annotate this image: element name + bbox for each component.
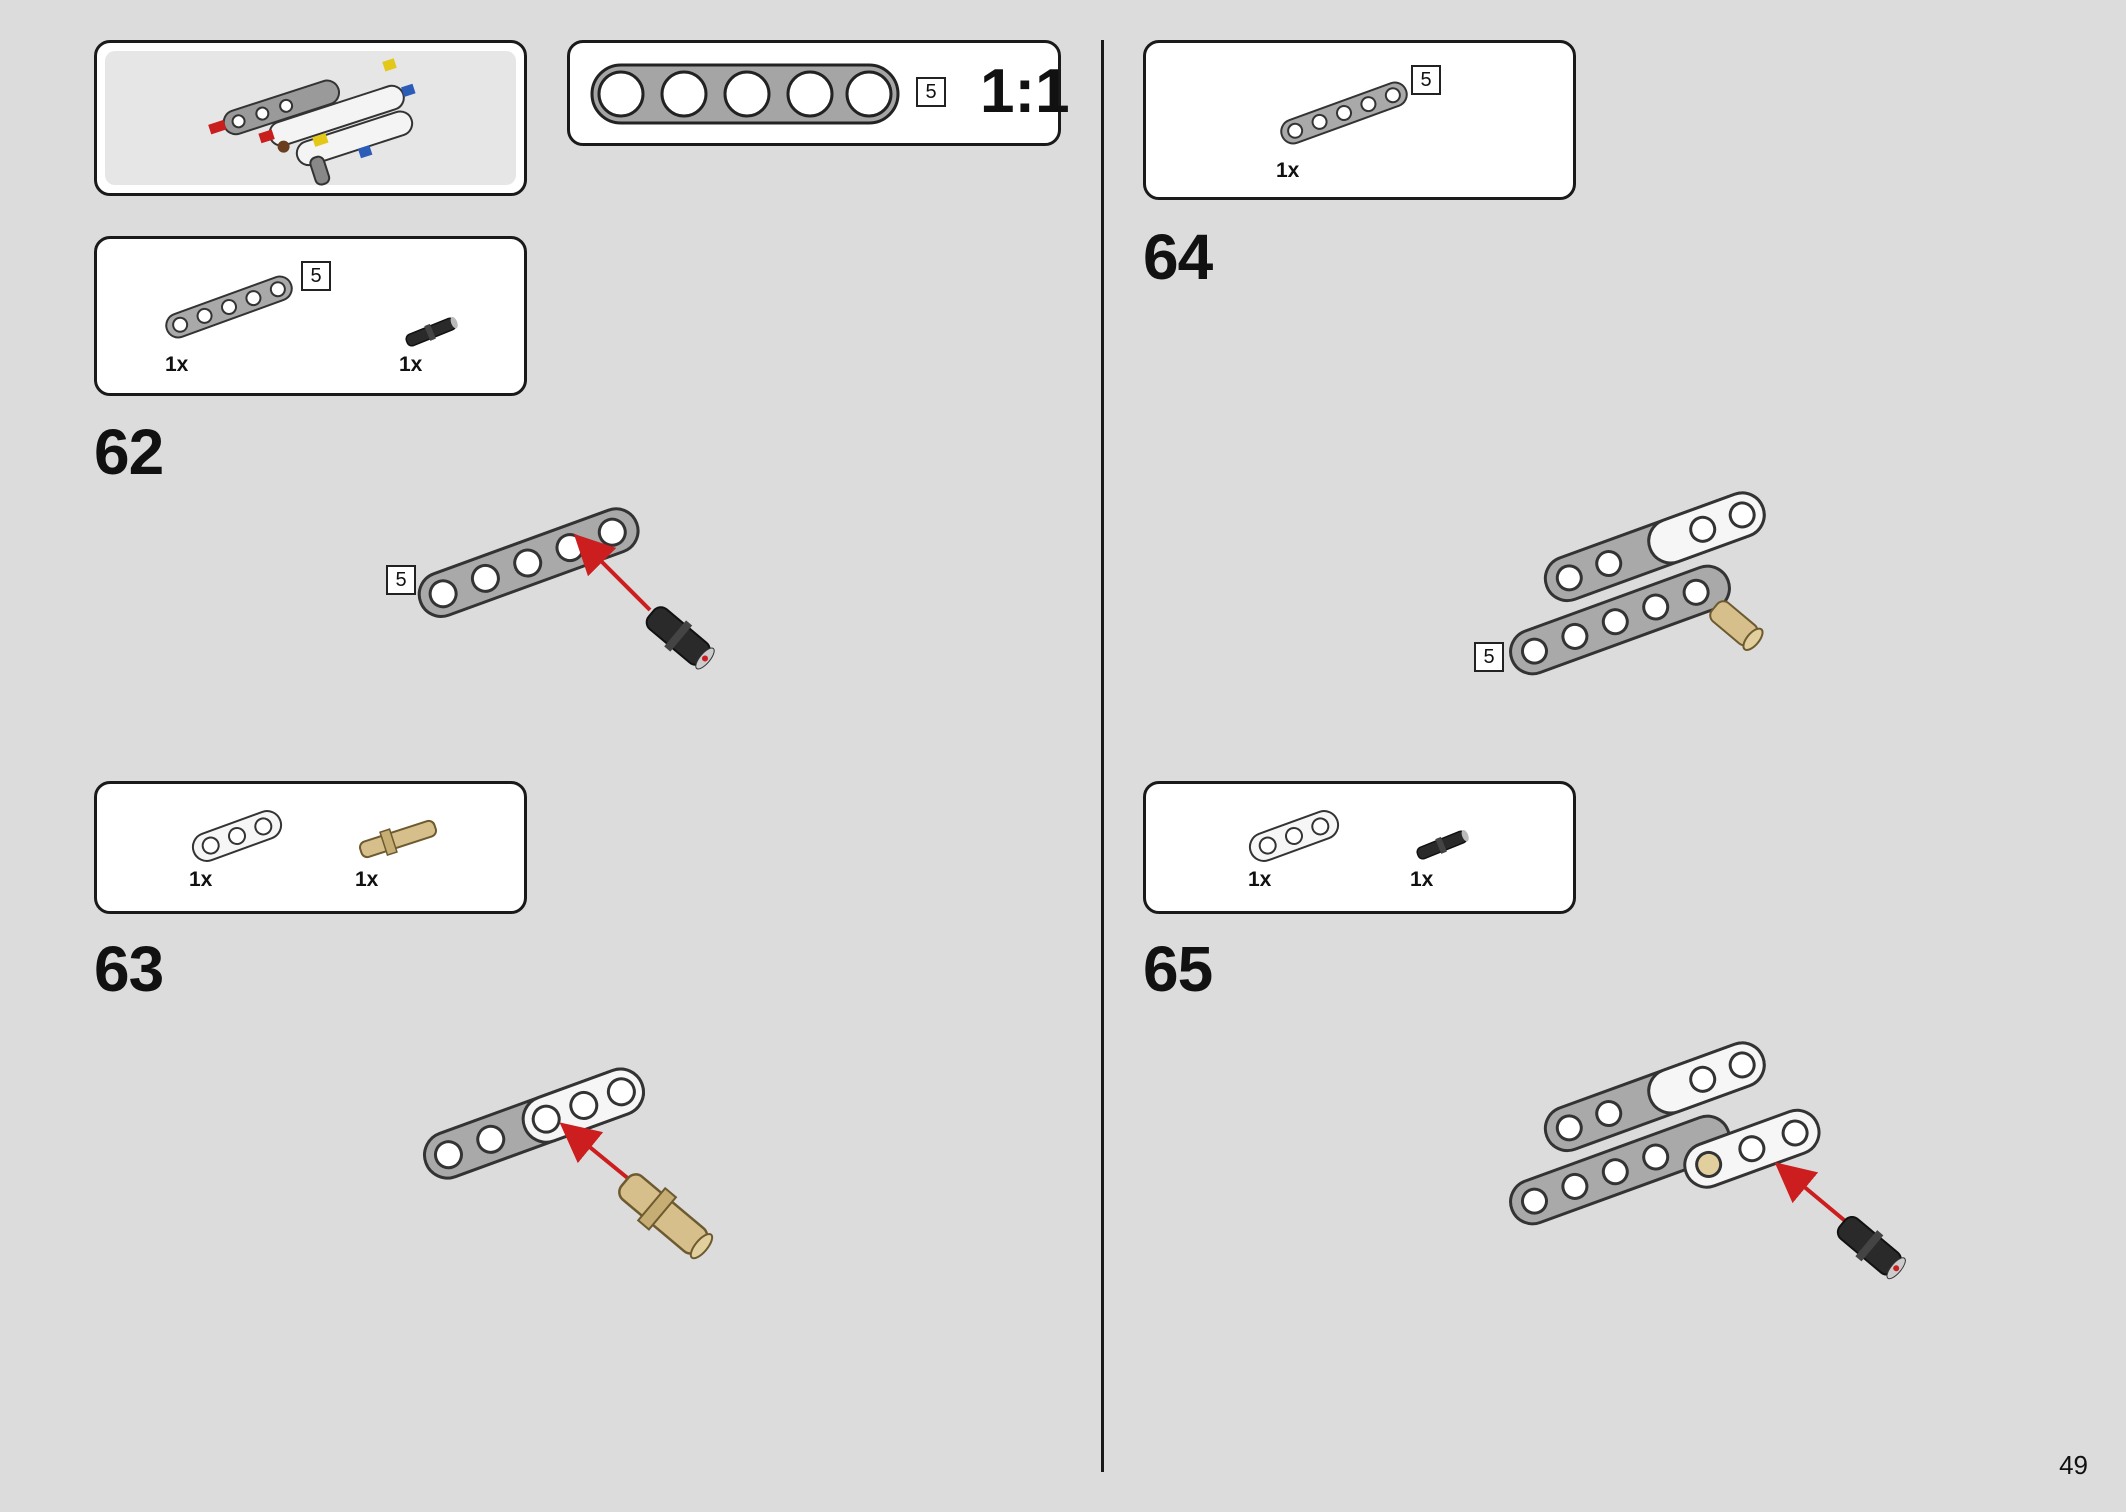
step-64-parts-list: 5 1x bbox=[1143, 40, 1576, 200]
scale-beam-illustration bbox=[590, 63, 900, 125]
step-64-part-1-qty: 1x bbox=[1276, 159, 1300, 182]
step-64-illustration bbox=[1509, 491, 1766, 676]
step-64-number: 64 bbox=[1143, 221, 1213, 293]
page-number: 49 bbox=[2059, 1450, 2088, 1480]
white-beam-3-icon bbox=[1248, 810, 1340, 862]
white-beam-3-icon bbox=[191, 810, 283, 862]
scale-reference-box: 5 1:1 bbox=[567, 40, 1070, 146]
step-62-part-2-qty: 1x bbox=[399, 353, 423, 376]
step-65-part-1-qty: 1x bbox=[1248, 868, 1272, 891]
scale-label: 1:1 bbox=[980, 57, 1070, 126]
step-65-parts-list: 1x 1x bbox=[1143, 781, 1576, 914]
black-pin-icon bbox=[405, 316, 458, 347]
gray-beam-5-icon bbox=[1280, 81, 1408, 145]
step-63-part-1-qty: 1x bbox=[189, 868, 213, 891]
step-65-number: 65 bbox=[1143, 933, 1213, 1005]
page-column-divider bbox=[1101, 40, 1104, 1472]
step-64-beam-length-tag: 5 bbox=[1411, 65, 1441, 95]
black-pin-icon bbox=[1416, 829, 1469, 860]
step-64-callout-length-tag: 5 bbox=[1474, 642, 1504, 672]
step-62-number: 62 bbox=[94, 416, 164, 488]
tan-axle-pin-icon bbox=[358, 819, 438, 859]
subassembly-illustration bbox=[208, 58, 416, 186]
step-62-parts-list: 5 1x 1x bbox=[94, 236, 527, 396]
step-65-illustration bbox=[1509, 1041, 1906, 1280]
step-63-number: 63 bbox=[94, 933, 164, 1005]
gray-beam-5-icon bbox=[165, 275, 293, 339]
step-62-part-1-qty: 1x bbox=[165, 353, 189, 376]
step-63-illustration bbox=[423, 1067, 714, 1260]
scale-length-tag: 5 bbox=[916, 77, 946, 107]
step-63-parts-list: 1x 1x bbox=[94, 781, 527, 914]
step-62-callout-length-tag: 5 bbox=[386, 565, 416, 595]
step-63-part-2-qty: 1x bbox=[355, 868, 379, 891]
step-65-part-2-qty: 1x bbox=[1410, 868, 1434, 891]
subassembly-thumbnail bbox=[94, 40, 527, 196]
step-62-beam-length-tag: 5 bbox=[301, 261, 331, 291]
step-62-illustration bbox=[417, 507, 715, 670]
